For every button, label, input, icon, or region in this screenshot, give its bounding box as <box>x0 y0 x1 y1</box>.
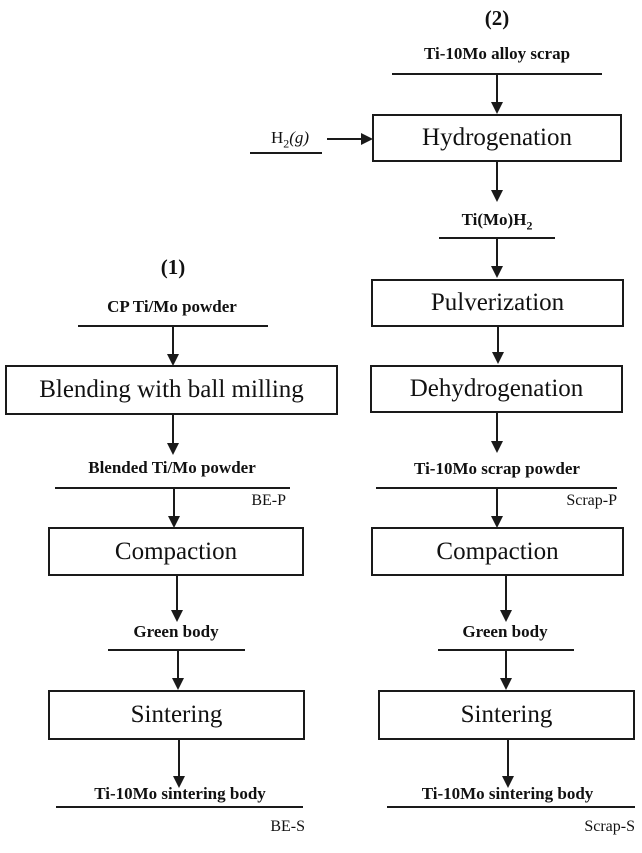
step-sintering-1: Sintering <box>48 690 305 740</box>
route1-output-underline <box>56 806 303 808</box>
route2-output-tag: Scrap-S <box>584 818 635 835</box>
arrow-head-down <box>168 516 180 528</box>
route2-header: (2) <box>484 6 510 30</box>
gas-subscript: 2 <box>283 136 290 151</box>
arrow-head-down <box>492 352 504 364</box>
route1-output-label: Ti-10Mo sintering body <box>94 784 266 803</box>
step-blending: Blending with ball milling <box>5 365 338 415</box>
arrow-shaft <box>507 740 509 778</box>
arrow-head-down <box>167 354 179 366</box>
arrow-head-down <box>491 441 503 453</box>
gas-arrow-shaft <box>327 138 363 140</box>
arrow-head-down <box>173 776 185 788</box>
arrow-head-down <box>491 516 503 528</box>
arrow-shaft <box>496 74 498 104</box>
arrow-shaft <box>505 576 507 612</box>
arrow-head-down <box>491 190 503 202</box>
route2-intermediate-tag: Scrap-P <box>566 492 617 509</box>
route1-green-label: Green body <box>133 622 219 641</box>
hydride-label: Ti(Mo)H2 <box>397 210 597 233</box>
route1-intermediate-label: Blended Ti/Mo powder <box>88 458 256 477</box>
route2-input-label: Ti-10Mo alloy scrap <box>423 44 571 63</box>
arrow-head-down <box>500 678 512 690</box>
hydride-formula: Ti(Mo)H <box>461 210 527 229</box>
step-sintering-2: Sintering <box>378 690 635 740</box>
arrow-shaft <box>177 650 179 680</box>
arrow-head-down <box>502 776 514 788</box>
arrow-head-down <box>491 102 503 114</box>
route1-intermediate-tag: BE-P <box>251 492 286 509</box>
step-hydrogenation: Hydrogenation <box>372 114 622 162</box>
arrow-shaft <box>172 415 174 445</box>
arrow-head-down <box>500 610 512 622</box>
arrow-head-down <box>172 678 184 690</box>
route1-intermediate-underline <box>55 487 290 489</box>
hydride-subscript: 2 <box>526 218 533 233</box>
route1-green-underline <box>108 649 245 651</box>
route1-input-label: CP Ti/Mo powder <box>107 297 237 316</box>
step-dehydrogenation: Dehydrogenation <box>370 365 623 413</box>
route2-output-label: Ti-10Mo sintering body <box>421 784 594 803</box>
arrow-shaft <box>496 413 498 443</box>
route2-intermediate-label: Ti-10Mo scrap powder <box>414 459 580 478</box>
arrow-head-down <box>491 266 503 278</box>
route1-header: (1) <box>160 255 186 279</box>
arrow-head-right <box>361 133 373 145</box>
arrow-shaft <box>176 576 178 612</box>
arrow-shaft <box>496 238 498 268</box>
route2-output-underline <box>387 806 635 808</box>
gas-phase: (g) <box>289 128 310 147</box>
arrow-shaft <box>173 488 175 518</box>
arrow-shaft <box>505 650 507 680</box>
arrow-shaft <box>178 740 180 778</box>
arrow-shaft <box>496 488 498 518</box>
arrow-shaft <box>496 162 498 192</box>
step-compaction-1: Compaction <box>48 527 304 576</box>
arrow-shaft <box>172 326 174 356</box>
step-compaction-2: Compaction <box>371 527 624 576</box>
gas-input-underline <box>250 152 322 154</box>
arrow-shaft <box>497 327 499 354</box>
route2-green-label: Green body <box>462 622 548 641</box>
step-pulverization: Pulverization <box>371 279 624 327</box>
gas-input-label: H2(g) <box>255 128 325 151</box>
route1-output-tag: BE-S <box>270 818 305 835</box>
gas-symbol: H <box>270 128 284 147</box>
arrow-head-down <box>171 610 183 622</box>
arrow-head-down <box>167 443 179 455</box>
